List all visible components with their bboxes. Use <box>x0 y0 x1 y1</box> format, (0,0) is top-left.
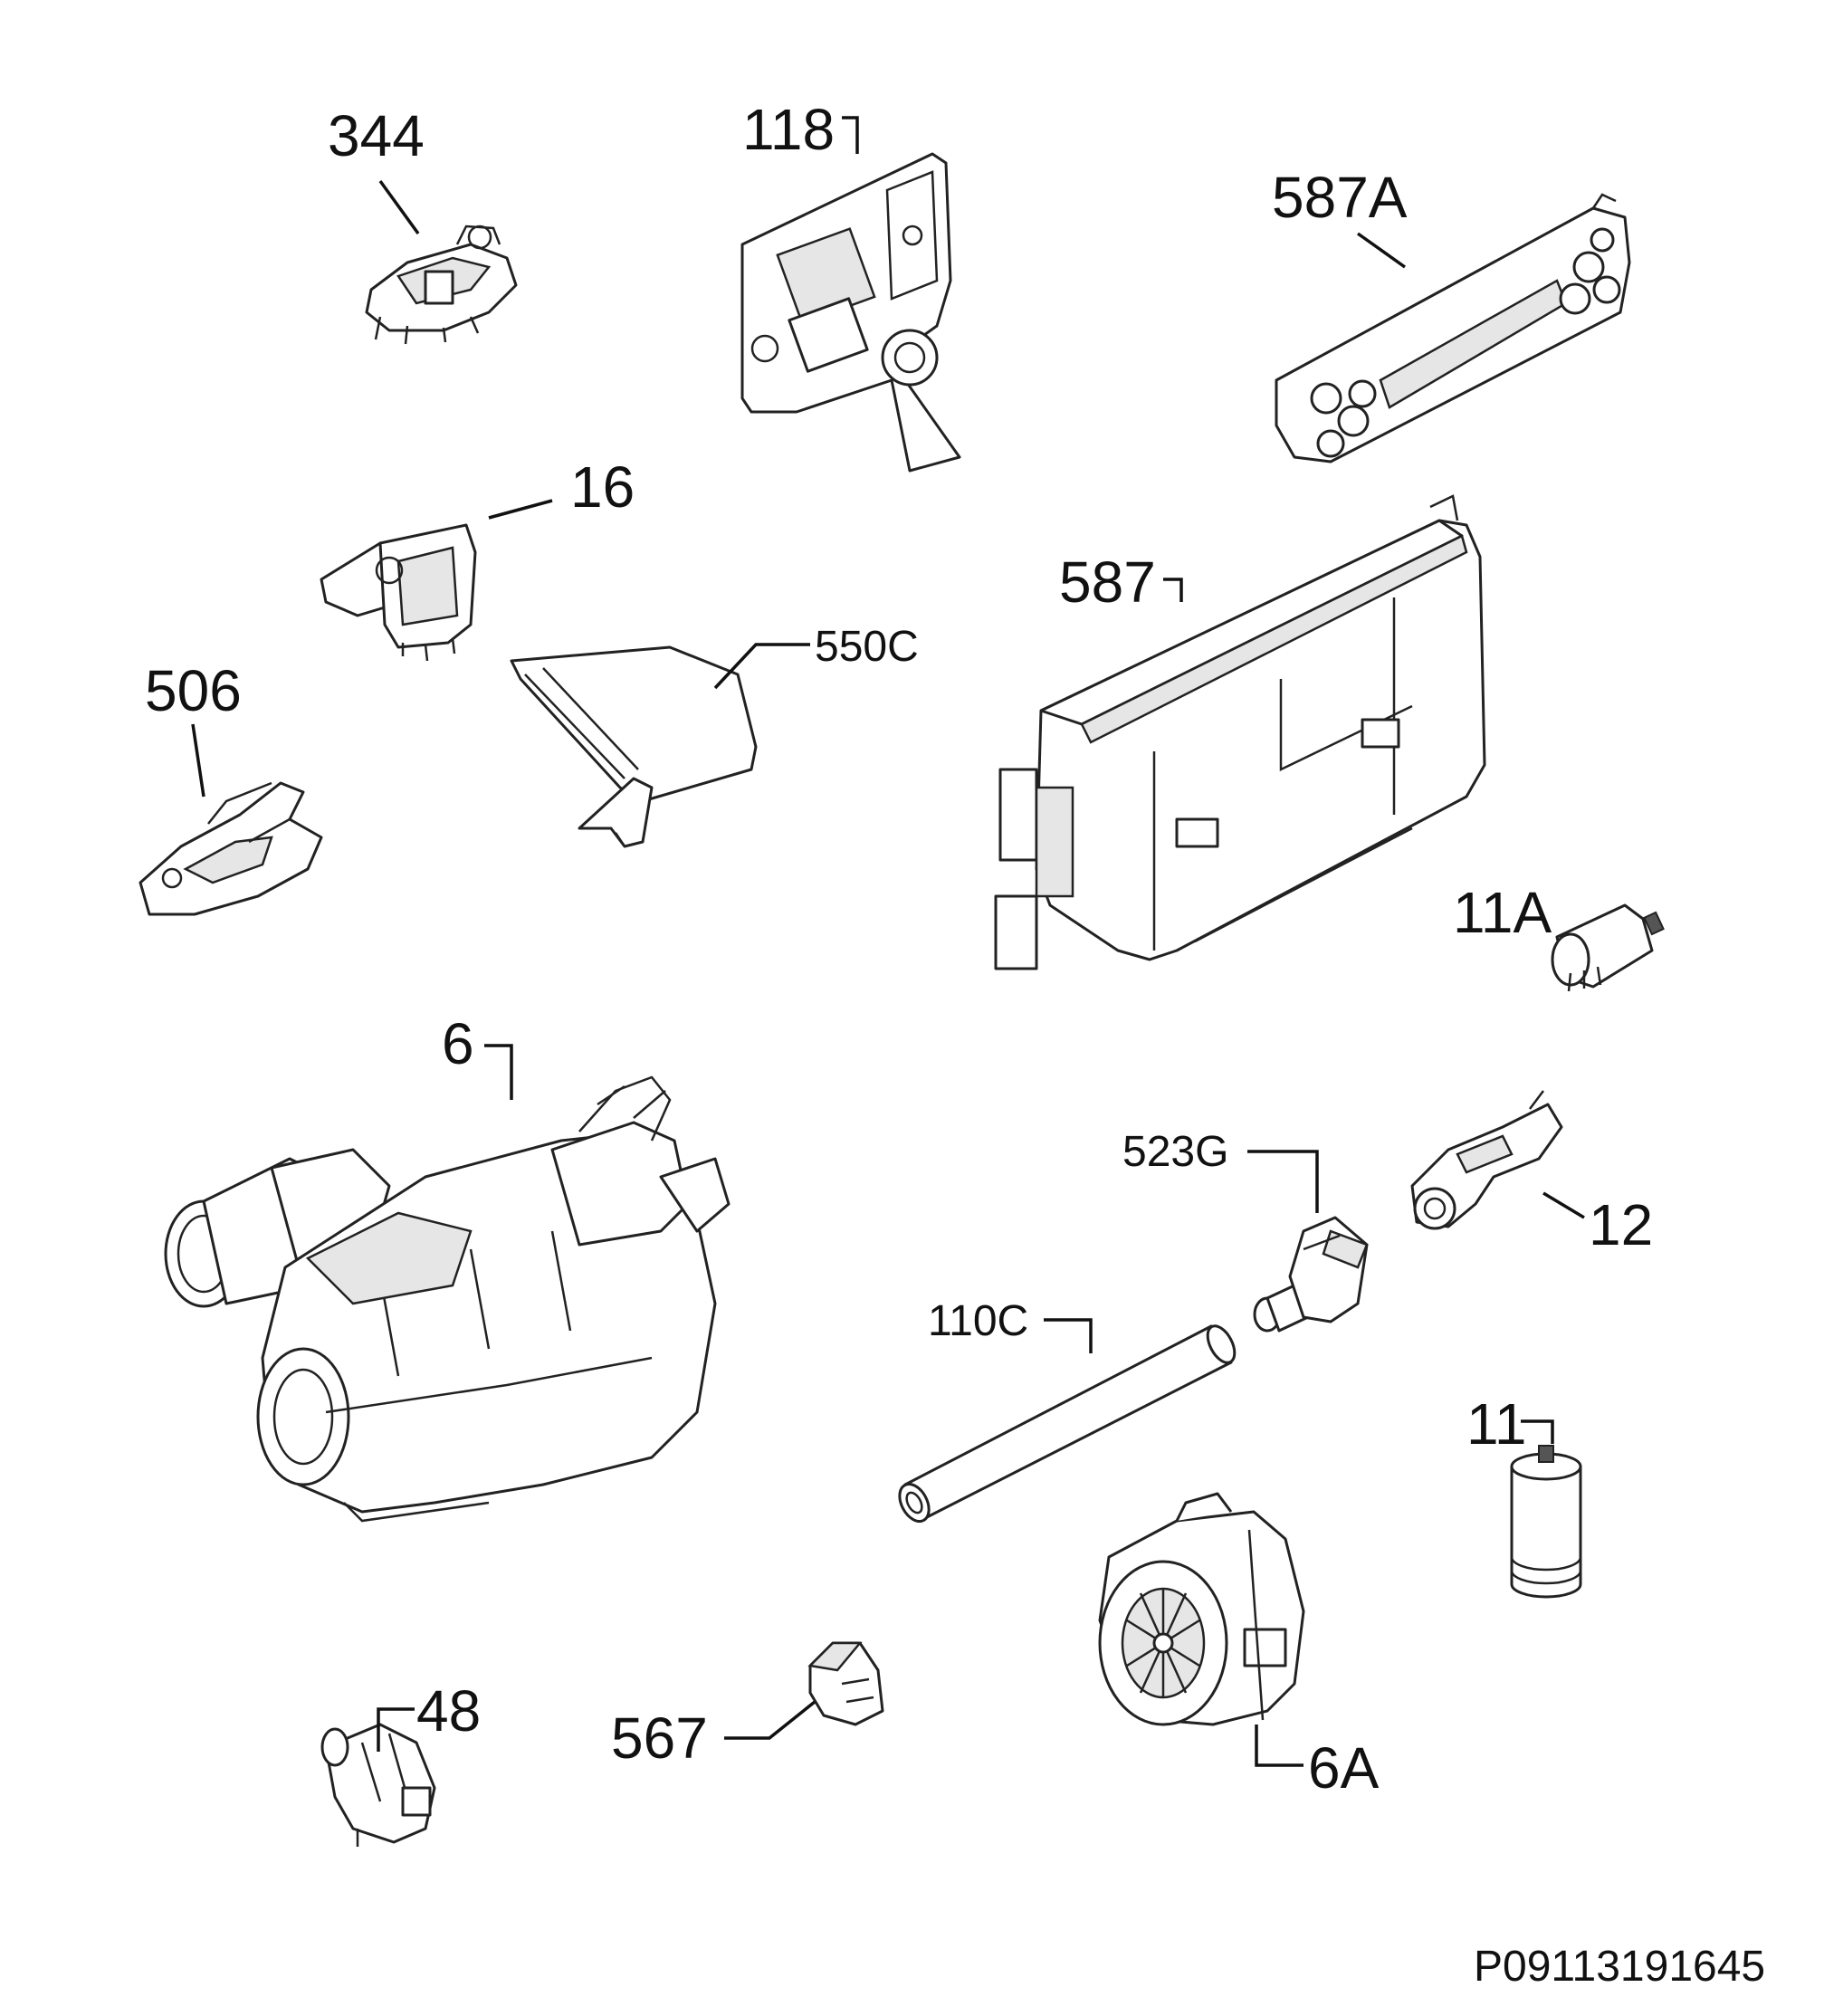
leader-6 <box>484 1044 513 1100</box>
label-11A: 11A <box>1453 880 1552 945</box>
label-11: 11 <box>1466 1391 1526 1457</box>
part-587A-drawing <box>1275 193 1631 463</box>
leader-118 <box>842 116 859 154</box>
part-48-drawing <box>320 1723 436 1847</box>
label-12: 12 <box>1589 1192 1653 1257</box>
part-587-drawing <box>994 494 1486 970</box>
label-48: 48 <box>416 1678 481 1744</box>
leader-16 <box>488 499 553 520</box>
label-110C: 110C <box>928 1297 1028 1345</box>
label-523G: 523G <box>1122 1128 1228 1176</box>
label-587A: 587A <box>1272 165 1408 230</box>
part-506-drawing <box>138 781 323 916</box>
part-11-drawing <box>1510 1445 1582 1599</box>
label-16: 16 <box>570 454 635 520</box>
part-6-drawing <box>164 1075 731 1523</box>
label-550C: 550C <box>815 623 919 671</box>
part-523G-drawing <box>1253 1216 1369 1333</box>
label-567: 567 <box>611 1705 708 1771</box>
part-344-drawing <box>365 225 518 345</box>
part-6A-drawing <box>1098 1492 1305 1726</box>
leader-6A <box>1255 1725 1304 1767</box>
label-6A: 6A <box>1308 1735 1380 1801</box>
part-550C-drawing <box>510 645 758 848</box>
part-16-drawing <box>320 523 477 662</box>
label-506: 506 <box>145 658 242 723</box>
part-110C-drawing <box>898 1324 1237 1524</box>
leader-550C <box>713 643 810 690</box>
leader-11 <box>1521 1419 1554 1444</box>
leader-48 <box>377 1707 415 1752</box>
leader-12 <box>1542 1191 1585 1219</box>
leader-110C <box>1044 1318 1093 1353</box>
leader-344 <box>378 179 420 235</box>
part-567-drawing <box>807 1641 884 1726</box>
part-12-drawing <box>1410 1090 1563 1230</box>
label-344: 344 <box>328 103 425 168</box>
part-118-drawing <box>740 152 961 473</box>
label-587: 587 <box>1059 549 1156 615</box>
leader-506 <box>191 723 205 798</box>
label-118: 118 <box>742 97 835 162</box>
leader-523G <box>1247 1150 1319 1213</box>
leader-587 <box>1163 578 1183 602</box>
part-11A-drawing <box>1551 903 1665 992</box>
leader-567 <box>724 1700 817 1740</box>
leader-587A <box>1356 232 1407 269</box>
document-code: P09113191645 <box>1474 1943 1765 1991</box>
label-6: 6 <box>442 1011 474 1076</box>
